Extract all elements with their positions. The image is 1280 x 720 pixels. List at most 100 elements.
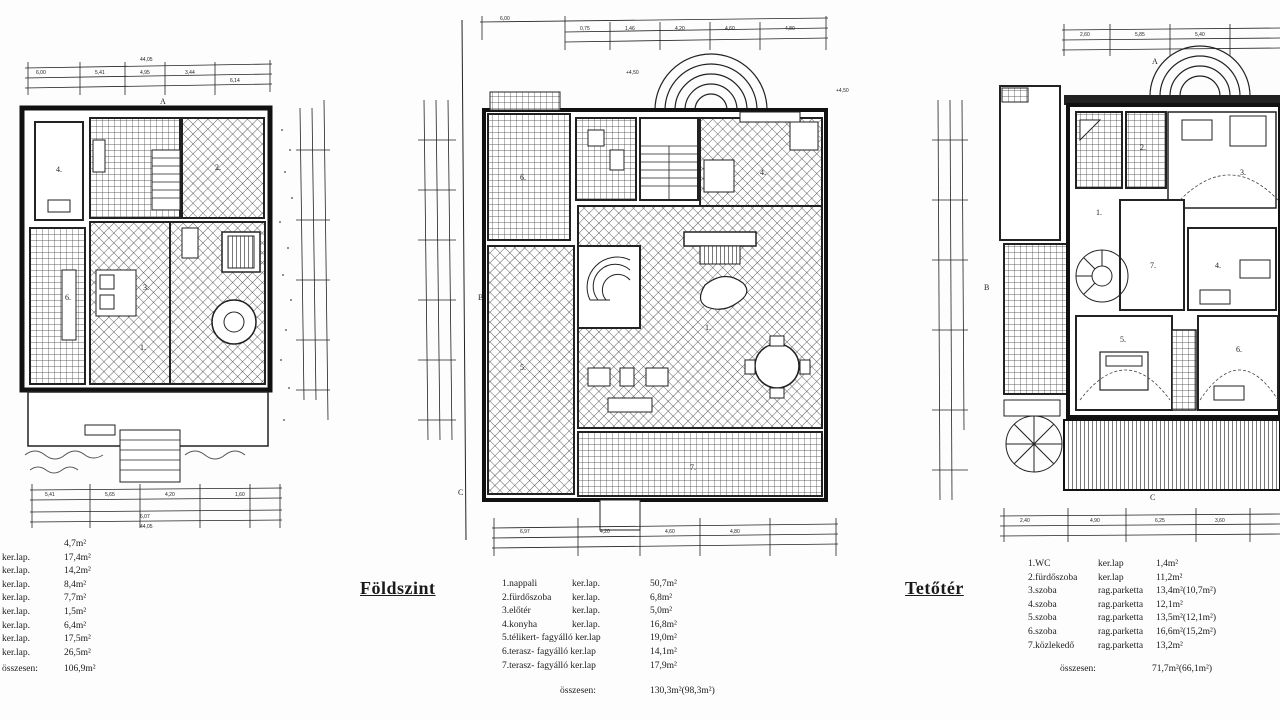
legend-floor: rag.parketta: [1098, 626, 1144, 637]
legend-area: 6,4m²: [64, 620, 87, 631]
legend-area: 14,1m²: [650, 646, 677, 657]
center-dim-label: 4,20: [675, 26, 685, 32]
legend-floor: [2, 538, 64, 552]
center-dim-label: 0,75: [580, 26, 590, 32]
legend-floor: ker.lap.: [2, 606, 30, 617]
right-total-label: összesen:: [1060, 664, 1096, 674]
legend-room-name: 6.szoba: [1028, 626, 1057, 637]
center-room-num-6: 6.: [520, 173, 526, 182]
legend-row: 5.télikert- fagyálló ker.lap 19,0m²: [502, 632, 677, 646]
right-total: összesen:71,7m²(66,1m²): [1060, 664, 1212, 674]
legend-row: ker.lap.14,2m²: [2, 565, 91, 579]
right-room-num-2: 2.: [1140, 143, 1146, 152]
legend-area: 11,2m²: [1156, 572, 1183, 583]
legend-room-name: 4.konyha: [502, 619, 538, 630]
center-total-value: 130,3m²(98,3m²): [650, 686, 715, 696]
legend-floor: rag.parketta: [1098, 586, 1144, 597]
right-dim-label: 2,60: [1080, 32, 1090, 38]
center-dim-label: 4,60: [725, 26, 735, 32]
left-dimension-labels: 44,05 6,00 5,41 4,95 3,44 6,14 5,41 5,65…: [36, 57, 245, 530]
left-room-num-1: 1.: [140, 343, 146, 352]
section-mark-c-right: C: [1150, 493, 1155, 502]
legend-room-name: 2.fürdőszoba: [1028, 572, 1078, 583]
right-plan-title: Tetőtér: [905, 578, 964, 598]
legend-row: ker.lap.7,7m²: [2, 592, 91, 606]
center-room-num-4: 4.: [760, 168, 766, 177]
section-mark-b-right: B: [984, 283, 989, 292]
left-dim-label: 44,05: [140, 57, 153, 63]
center-level-mark: +4,50: [836, 88, 849, 94]
right-room-num-4: 4.: [1215, 261, 1221, 270]
legend-floor: rag.parketta: [1098, 599, 1144, 610]
center-total: összesen:130,3m²(98,3m²): [560, 686, 715, 696]
legend-floor: ker.lap: [1098, 559, 1124, 569]
legend-area: 17,9m²: [650, 660, 677, 671]
legend-room-name: 5.télikert- fagyálló ker.lap: [502, 633, 601, 644]
section-mark-a-right: A: [1152, 57, 1158, 66]
right-dim-label: 6,25: [1155, 518, 1165, 524]
left-dim-label: 5,41: [45, 492, 55, 498]
legend-area: 17,4m²: [64, 552, 91, 563]
left-room-legend: 4,7m² ker.lap.17,4m² ker.lap.14,2m² ker.…: [2, 538, 91, 660]
legend-floor: ker.lap.: [572, 619, 600, 630]
left-dim-label: 5,41: [95, 70, 105, 76]
legend-room-name: 7.terasz- fagyálló ker.lap: [502, 660, 596, 671]
right-room-num-3: 3.: [1240, 168, 1246, 177]
legend-row: ker.lap.1,5m²: [2, 606, 91, 620]
right-dim-label: 4,90: [1090, 518, 1100, 524]
right-room-num-5: 5.: [1120, 335, 1126, 344]
section-mark-a-left: A: [160, 97, 166, 106]
center-plan-title: Földszint: [360, 578, 436, 598]
legend-area: 26,5m²: [64, 647, 91, 658]
section-mark-c: C: [458, 488, 463, 497]
legend-row: ker.lap.26,5m²: [2, 647, 91, 661]
legend-area: 12,1m²: [1156, 599, 1183, 610]
legend-area: 8,4m²: [64, 579, 87, 590]
legend-floor: ker.lap.: [572, 606, 600, 617]
legend-row: ker.lap.17,4m²: [2, 552, 91, 566]
legend-room-name: 3.előtér: [502, 606, 531, 617]
center-dim-label: 6,97: [520, 529, 530, 535]
legend-floor: ker.lap.: [2, 566, 30, 577]
legend-area: 16,8m²: [650, 619, 677, 630]
left-dim-label: 4,95: [140, 70, 150, 76]
left-dim-label: 44,05: [140, 524, 153, 530]
right-room-num-7: 7.: [1150, 261, 1156, 270]
left-room-num-3: 3.: [143, 283, 149, 292]
left-room-num-2: 2.: [215, 163, 221, 172]
legend-room-name: 2.fürdőszoba: [502, 592, 552, 603]
left-floor-plan: 4. 6. 3. 2. 1. 44,05 6,00 5,41 4,95 3,44…: [19, 57, 330, 530]
section-mark-b: B: [478, 293, 483, 302]
center-dim-label: 1,46: [625, 26, 635, 32]
legend-row: 4.konyha ker.lap. 16,8m²: [502, 619, 677, 633]
right-dim-label: 3,60: [1215, 518, 1225, 524]
legend-room-name: 1.WC: [1028, 559, 1051, 569]
legend-area: 19,0m²: [650, 633, 677, 644]
legend-area: 13,2m²: [1156, 640, 1183, 651]
legend-floor: ker.lap.: [572, 579, 600, 589]
legend-area: 4,7m²: [64, 539, 87, 549]
right-dim-label: 5,85: [1135, 32, 1145, 38]
legend-area: 50,7m²: [650, 579, 677, 589]
center-dim-label: 4,80: [785, 26, 795, 32]
right-dim-label: 2,40: [1020, 518, 1030, 524]
left-dim-label: 3,44: [185, 70, 195, 76]
left-room-num-4: 4.: [56, 165, 62, 174]
left-top-dimensions: [24, 60, 273, 95]
legend-area: 16,6m²(15,2m²): [1156, 626, 1217, 637]
legend-row: 7.terasz- fagyálló ker.lap 17,9m²: [502, 660, 677, 674]
left-dim-label: 5,65: [105, 492, 115, 498]
center-dim-label: 4,60: [665, 529, 675, 535]
left-dim-label: 6,00: [36, 70, 46, 76]
legend-area: 1,4m²: [1156, 559, 1179, 569]
left-dim-label: 1,60: [235, 492, 245, 498]
legend-room-name: 7.közlekedő: [1028, 640, 1075, 651]
legend-floor: ker.lap.: [2, 634, 30, 645]
